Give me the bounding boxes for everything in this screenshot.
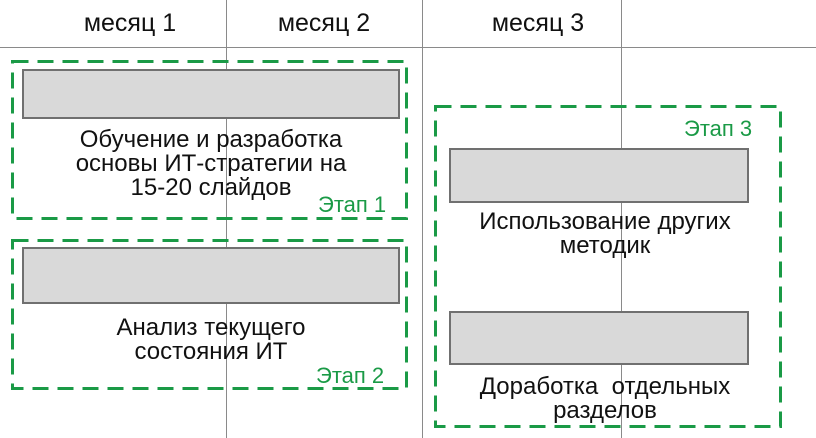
task-label-other-methods: Использование других методик — [440, 210, 770, 258]
task-label-line: Доработка отдельных — [479, 373, 731, 400]
month-divider — [621, 0, 622, 438]
task-label-training: Обучение и разработка основы ИТ-стратеги… — [30, 128, 392, 200]
task-label-line: Использование других — [479, 208, 731, 235]
task-label-line: Анализ текущего — [116, 314, 306, 341]
task-label-line: 15-20 слайдов — [130, 174, 292, 201]
task-label-line: основы ИТ-стратегии на — [75, 150, 347, 177]
month-header-3: месяц 3 — [491, 9, 585, 37]
task-label-line: состояния ИТ — [134, 338, 288, 365]
stage-1-label: Этап 1 — [318, 192, 387, 217]
task-bar-refinement — [449, 311, 749, 365]
task-bar-analysis — [22, 247, 400, 304]
task-label-line: методик — [559, 232, 651, 259]
task-bar-training — [22, 69, 400, 119]
stage-2-label: Этап 2 — [316, 363, 385, 388]
header-divider — [0, 47, 816, 48]
month-divider — [422, 0, 423, 438]
task-label-refinement: Доработка отдельных разделов — [440, 375, 770, 423]
month-header-1: месяц 1 — [83, 9, 177, 37]
stage-3-box — [434, 105, 782, 428]
month-header-2: месяц 2 — [277, 9, 371, 37]
task-label-line: разделов — [553, 397, 657, 424]
stage-2-box — [11, 239, 408, 390]
stage-3-label: Этап 3 — [684, 116, 753, 141]
task-label-analysis: Анализ текущего состояния ИТ — [30, 316, 392, 364]
task-label-line: Обучение и разработка — [79, 126, 343, 153]
task-bar-other-methods — [449, 148, 749, 203]
